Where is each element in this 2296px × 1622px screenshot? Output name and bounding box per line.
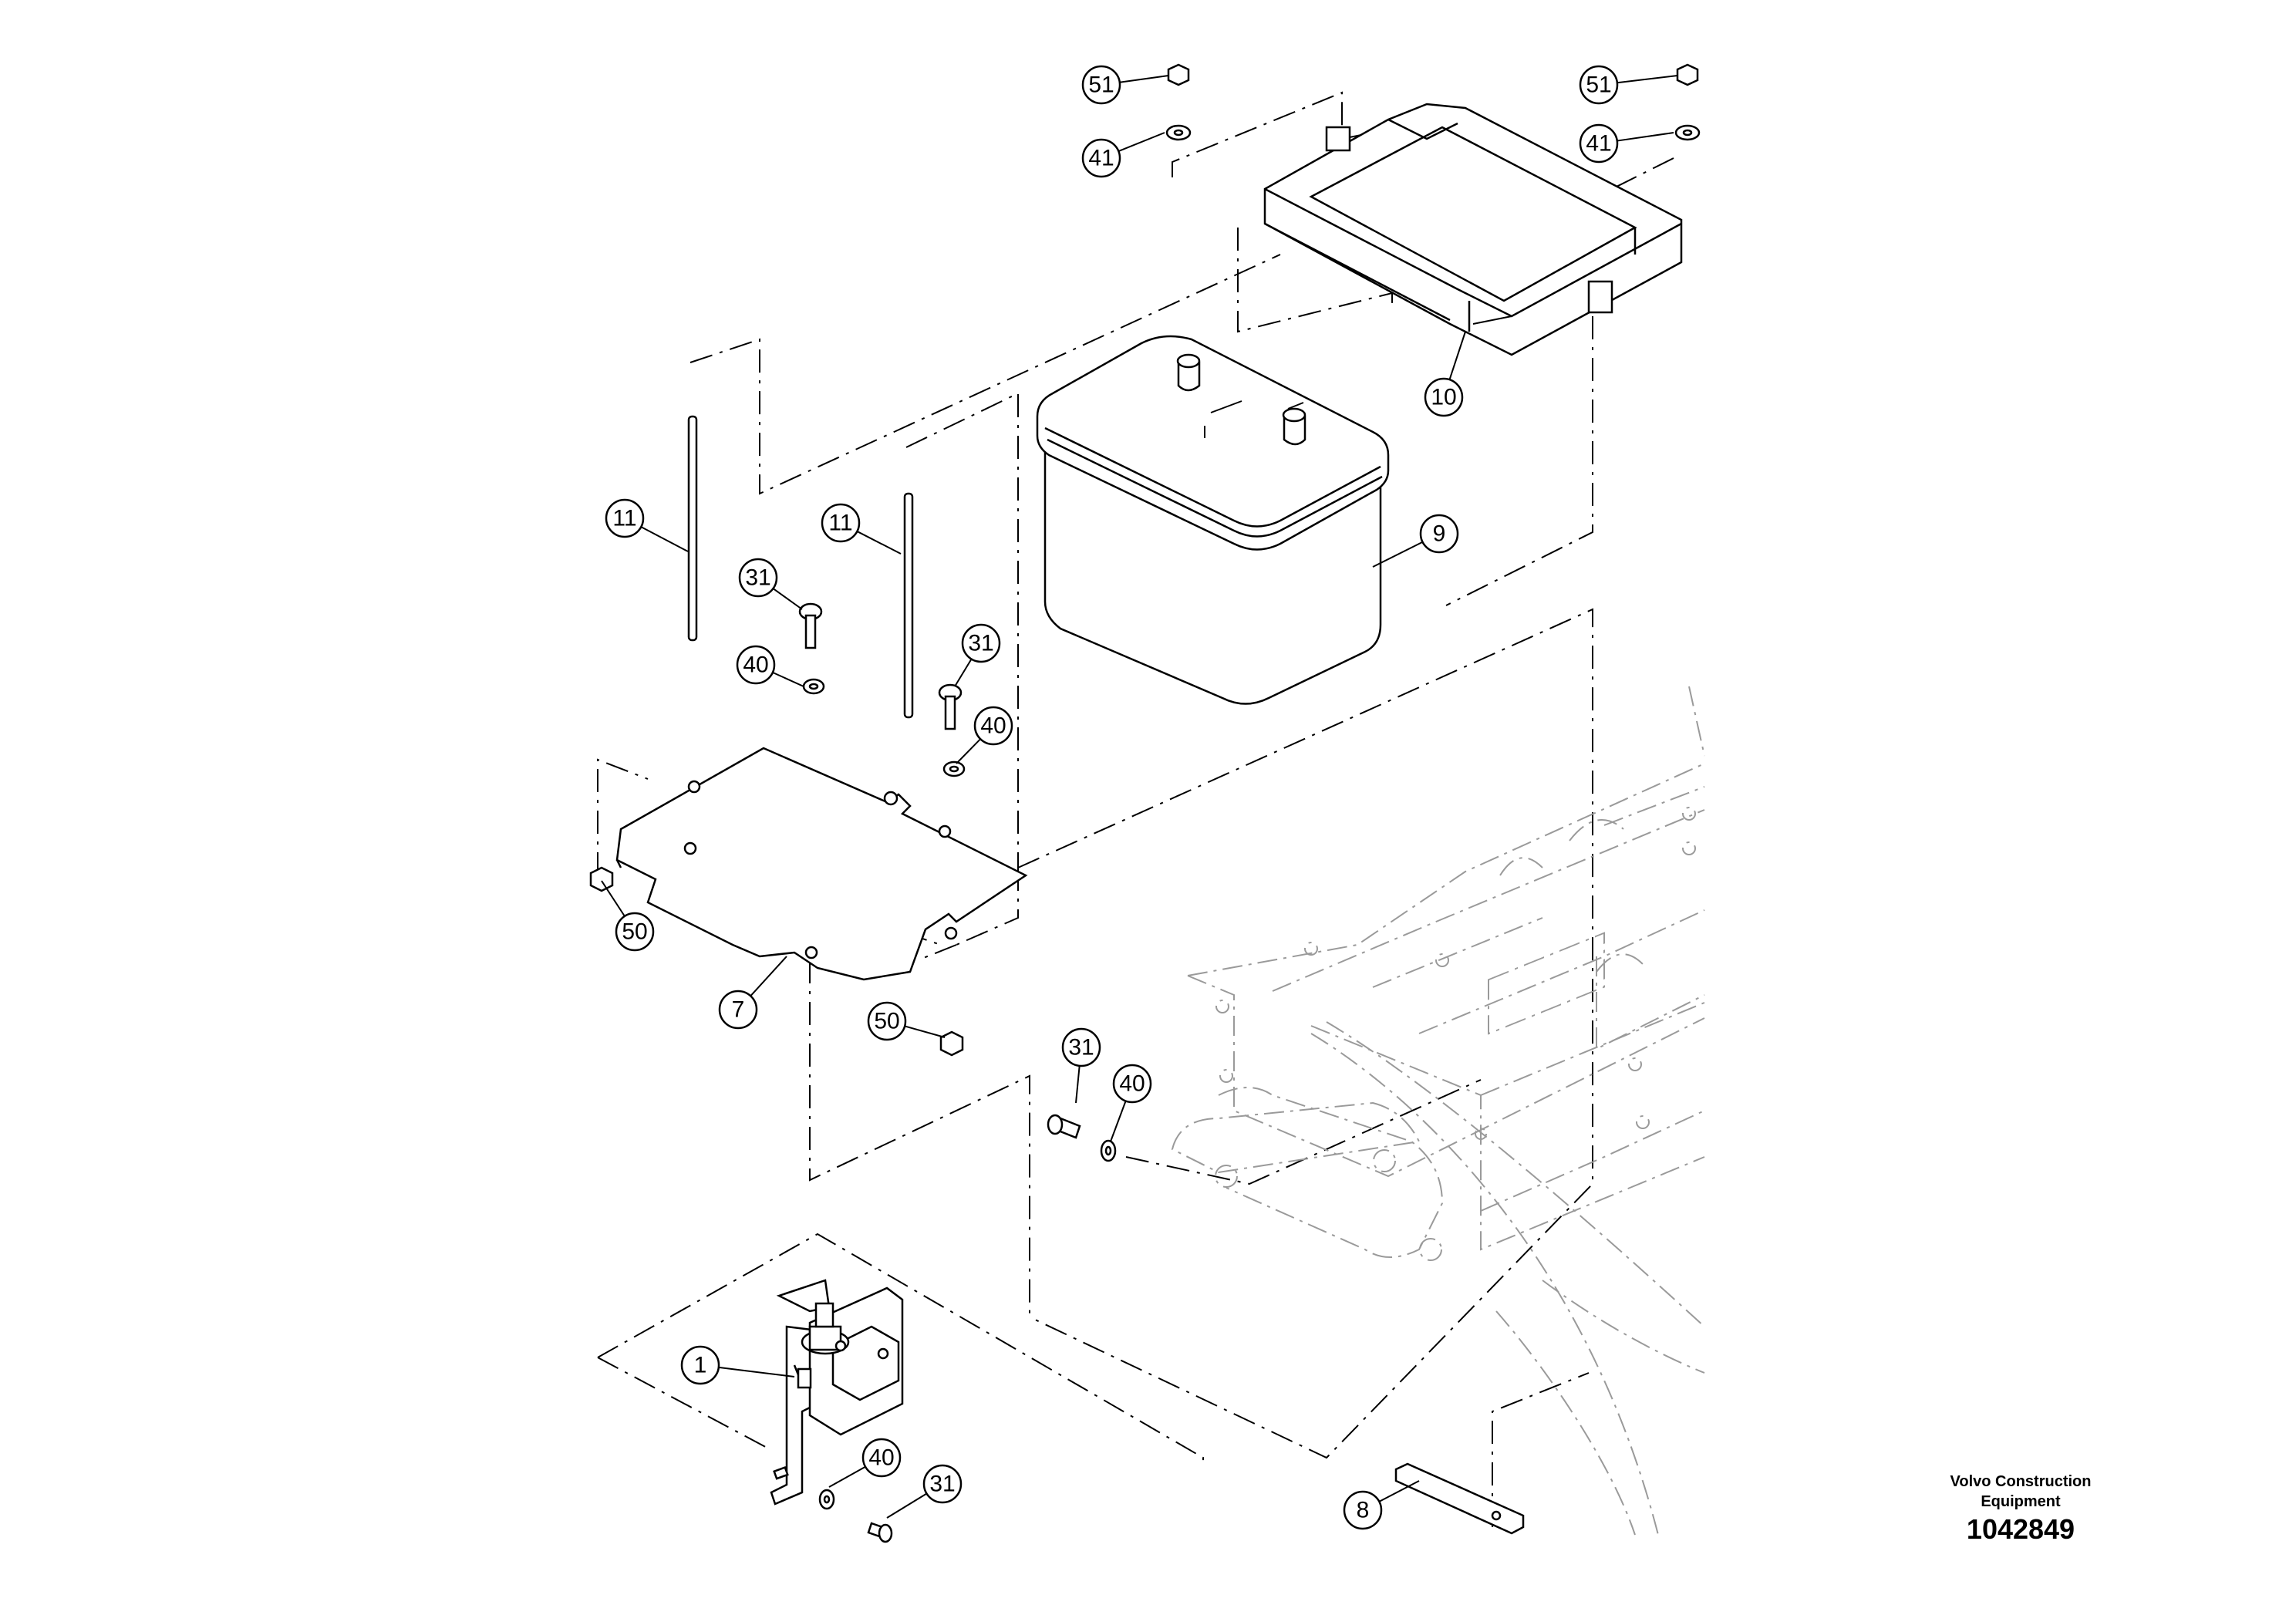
- callout-c7: 7: [718, 956, 787, 1030]
- callout-c40c: 40: [1110, 1064, 1152, 1142]
- leader-line-c40b: [956, 738, 981, 764]
- callout-circle-c50b: [867, 1001, 907, 1041]
- rod-part-11-left: [687, 415, 698, 642]
- callout-label-c51b: 51: [1586, 73, 1611, 98]
- document-number: 1042849: [1966, 1513, 2075, 1545]
- callout-circle-c7: [718, 990, 758, 1030]
- leader-line-c31c: [1075, 1065, 1081, 1104]
- callout-c31d: 31: [886, 1464, 963, 1519]
- callout-label-c50a: 50: [622, 919, 647, 945]
- callout-c51b: 51: [1579, 65, 1678, 105]
- leader-line-c11b: [856, 531, 902, 555]
- callout-c8: 8: [1343, 1480, 1420, 1530]
- callout-label-c11a: 11: [612, 506, 636, 531]
- leader-line-c40d: [828, 1465, 866, 1488]
- callout-label-c8: 8: [1357, 1498, 1370, 1523]
- bolts-washers-nuts: [589, 63, 1701, 1543]
- callout-circle-c11b: [821, 503, 861, 543]
- callout-c9: 9: [1372, 514, 1459, 568]
- callout-label-c31a: 31: [745, 565, 770, 591]
- callout-c31c: 31: [1061, 1027, 1101, 1104]
- callout-circle-c8: [1343, 1490, 1383, 1530]
- callout-c11b: 11: [821, 503, 902, 555]
- callout-label-c41b: 41: [1586, 131, 1611, 157]
- callout-label-c31d: 31: [929, 1472, 955, 1497]
- leader-line-c11a: [640, 526, 689, 552]
- callout-circle-c31c: [1061, 1027, 1101, 1067]
- callout-circle-c11a: [605, 498, 645, 538]
- callout-circle-c40d: [861, 1438, 902, 1478]
- callout-c41b: 41: [1579, 123, 1674, 164]
- machine-frame-ghost: [1171, 686, 1705, 1536]
- brand-line-1: Volvo Construction: [1950, 1473, 2092, 1490]
- callout-c40a: 40: [736, 645, 804, 687]
- brand-line-2: Equipment: [1981, 1493, 2061, 1510]
- callout-label-c40b: 40: [980, 713, 1006, 739]
- callout-c11a: 11: [605, 498, 689, 552]
- leader-line-c51b: [1617, 75, 1678, 84]
- callout-circle-c40c: [1112, 1064, 1152, 1104]
- callout-circle-c31b: [961, 623, 1001, 663]
- callout-c31b: 31: [954, 623, 1001, 687]
- callout-circle-c41b: [1579, 123, 1619, 164]
- callout-circle-c31d: [922, 1464, 963, 1504]
- leader-line-c9: [1372, 541, 1423, 568]
- tray-plate-part-7: [615, 747, 1028, 981]
- callout-label-c50b: 50: [874, 1009, 899, 1034]
- small-plate-part-8: [1394, 1462, 1525, 1535]
- leader-line-c50b: [904, 1025, 946, 1038]
- battery-switch-part-1: [770, 1279, 904, 1506]
- callout-label-c1: 1: [694, 1353, 707, 1378]
- leader-line-c41b: [1617, 132, 1674, 142]
- callout-label-c31c: 31: [1068, 1035, 1094, 1061]
- callout-circle-c1: [680, 1345, 720, 1385]
- callout-label-c10: 10: [1431, 385, 1456, 410]
- callout-circle-c40b: [973, 706, 1013, 746]
- callout-label-c7: 7: [732, 997, 745, 1023]
- callout-label-c40d: 40: [868, 1445, 894, 1471]
- callout-c50b: 50: [867, 1001, 946, 1041]
- callout-c51a: 51: [1081, 65, 1169, 105]
- callout-c40d: 40: [828, 1438, 902, 1488]
- callout-circle-c50a: [615, 912, 655, 952]
- callout-bubbles: 51 41 51 41 10 9 11 11 31 40 31 40 50 7 50 31 40 1 40 31 8: [601, 65, 1678, 1530]
- callout-circle-c51b: [1579, 65, 1619, 105]
- callout-label-c11b: 11: [828, 511, 852, 536]
- leader-line-c40a: [772, 671, 804, 687]
- callout-c1: 1: [680, 1345, 795, 1385]
- leader-line-c51a: [1119, 75, 1169, 83]
- leader-line-c7: [750, 956, 787, 996]
- callout-c41a: 41: [1081, 132, 1165, 178]
- callout-label-c41a: 41: [1088, 146, 1114, 171]
- leader-line-c10: [1448, 331, 1466, 380]
- callout-label-c51a: 51: [1088, 73, 1114, 98]
- callout-label-c31b: 31: [968, 631, 993, 656]
- leader-line-c41a: [1118, 132, 1165, 152]
- callout-label-c40c: 40: [1119, 1071, 1145, 1097]
- callout-circle-c31a: [738, 558, 778, 598]
- leader-line-c31b: [954, 658, 973, 687]
- callout-circle-c40a: [736, 645, 776, 685]
- callout-circle-c10: [1424, 377, 1464, 417]
- battery-part-9: [1036, 335, 1390, 705]
- callout-c31a: 31: [738, 558, 803, 610]
- leader-line-c8: [1378, 1480, 1420, 1502]
- callout-c40b: 40: [956, 706, 1013, 764]
- callout-c10: 10: [1424, 331, 1466, 417]
- leader-line-c1: [718, 1366, 795, 1378]
- leader-line-c31d: [886, 1492, 928, 1519]
- callout-circle-c41a: [1081, 138, 1121, 178]
- callout-circle-c51a: [1081, 65, 1121, 105]
- hold-down-frame-part-10: [1263, 103, 1683, 356]
- callout-c50a: 50: [601, 880, 655, 952]
- leader-line-c50a: [601, 880, 625, 917]
- callout-label-c9: 9: [1433, 521, 1446, 547]
- callout-circle-c9: [1419, 514, 1459, 554]
- leader-line-c40c: [1110, 1101, 1127, 1142]
- callout-label-c40a: 40: [743, 653, 768, 678]
- manufacturer-label: Volvo Construction Equipment: [1905, 1472, 2136, 1512]
- leader-line-c31a: [772, 588, 803, 610]
- rod-part-11-right: [903, 492, 914, 719]
